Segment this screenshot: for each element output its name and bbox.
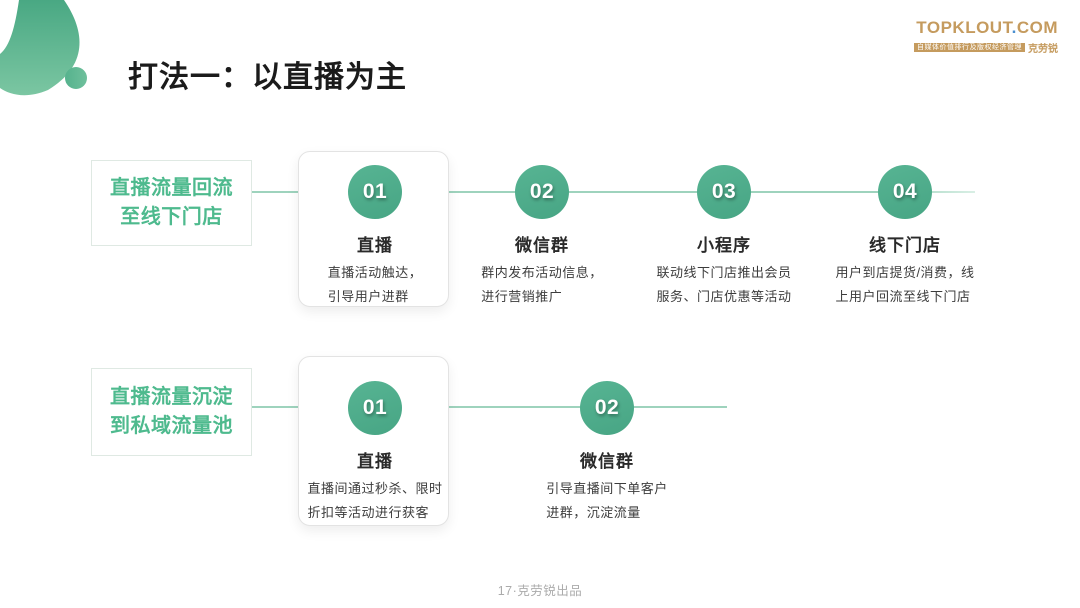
step-title: 微信群: [515, 236, 569, 255]
brand-tagline-badge: 自媒体价值排行及版权经济管理: [914, 43, 1025, 52]
flow2-step-1: 01 直播 直播间通过秒杀、限时 折扣等活动进行获客: [280, 381, 470, 525]
flow1-label-box: 直播流量回流 至线下门店: [91, 160, 252, 246]
brand-name: TOPKLOUT: [916, 18, 1012, 37]
brand-wordmark: TOPKLOUT.COM: [914, 18, 1058, 38]
brand-tld: COM: [1016, 18, 1058, 37]
step-desc-line2: 进群，沉淀流量: [546, 505, 641, 520]
step-description: 直播活动触达， 引导用户进群: [328, 261, 423, 309]
flow2-label-line1: 直播流量沉淀: [110, 386, 233, 408]
page-title: 打法一：以直播为主: [128, 61, 407, 94]
step-desc-line2: 引导用户进群: [327, 289, 409, 304]
step-desc-line2: 服务、门店优惠等活动: [656, 289, 792, 304]
flow2-label-box: 直播流量沉淀 到私域流量池: [91, 368, 252, 456]
step-number: 02: [594, 396, 620, 419]
step-number: 01: [362, 180, 388, 203]
step-number-badge: 02: [515, 165, 569, 219]
step-title: 直播: [357, 236, 393, 255]
step-number: 02: [529, 180, 555, 203]
flow1-step-3: 03 小程序 联动线下门店推出会员 服务、门店优惠等活动: [629, 165, 819, 309]
step-desc-line2: 折扣等活动进行获客: [307, 505, 429, 520]
step-number: 04: [892, 180, 918, 203]
step-desc-line1: 用户到店提货/消费，线: [835, 265, 975, 280]
step-number-badge: 03: [697, 165, 751, 219]
brand-tagline-row: 自媒体价值排行及版权经济管理 克劳锐: [914, 40, 1058, 55]
flow2-connector-line: [252, 406, 727, 408]
corner-ring-decoration: [0, 0, 130, 110]
step-desc-line1: 联动线下门店推出会员: [656, 265, 792, 280]
step-number: 01: [362, 396, 388, 419]
step-number-badge: 01: [348, 165, 402, 219]
ring-icon: [0, 0, 87, 96]
brand-logo: TOPKLOUT.COM 自媒体价值排行及版权经济管理 克劳锐: [914, 18, 1058, 55]
brand-cn-name: 克劳锐: [1028, 44, 1058, 55]
step-desc-line2: 上用户回流至线下门店: [835, 289, 971, 304]
step-title: 线下门店: [869, 236, 941, 255]
flow2-label-line2: 到私域流量池: [110, 415, 233, 437]
step-desc-line1: 直播间通过秒杀、限时: [307, 481, 443, 496]
flow1-step-2: 02 微信群 群内发布活动信息， 进行营销推广: [447, 165, 637, 309]
flow1-label-line1: 直播流量回流: [110, 177, 233, 199]
flow2-step-2: 02 微信群 引导直播间下单客户 进群，沉淀流量: [512, 381, 702, 525]
step-number-badge: 02: [580, 381, 634, 435]
step-description: 直播间通过秒杀、限时 折扣等活动进行获客: [307, 477, 442, 525]
step-desc-line1: 群内发布活动信息，: [481, 265, 603, 280]
step-number: 03: [711, 180, 737, 203]
flow1-label-line2: 至线下门店: [120, 206, 223, 228]
step-title: 直播: [357, 452, 393, 471]
step-title: 微信群: [580, 452, 634, 471]
step-desc-line1: 直播活动触达，: [327, 265, 423, 280]
step-title: 小程序: [697, 236, 751, 255]
step-description: 用户到店提货/消费，线 上用户回流至线下门店: [835, 261, 974, 309]
step-desc-line1: 引导直播间下单客户: [546, 481, 668, 496]
step-number-badge: 04: [878, 165, 932, 219]
step-description: 联动线下门店推出会员 服务、门店优惠等活动: [656, 261, 791, 309]
flow1-step-1: 01 直播 直播活动触达， 引导用户进群: [280, 165, 470, 309]
flow1-connector-line: [252, 191, 975, 193]
step-description: 群内发布活动信息， 进行营销推广: [481, 261, 603, 309]
page-footer: 17·克劳锐出品: [497, 584, 583, 598]
step-description: 引导直播间下单客户 进群，沉淀流量: [546, 477, 668, 525]
step-desc-line2: 进行营销推广: [481, 289, 563, 304]
step-number-badge: 01: [348, 381, 402, 435]
flow1-step-4: 04 线下门店 用户到店提货/消费，线 上用户回流至线下门店: [810, 165, 1000, 309]
brand-dot: .: [1011, 18, 1017, 37]
